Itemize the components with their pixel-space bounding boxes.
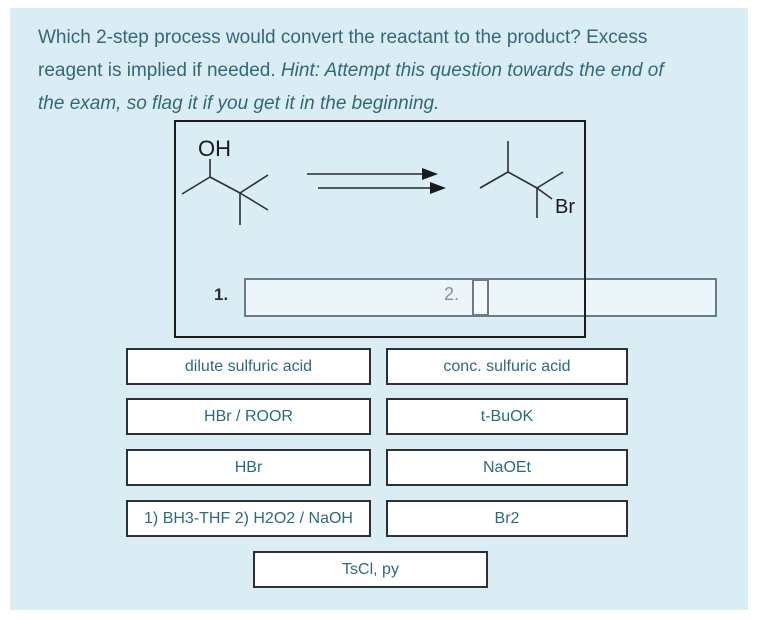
option-tscl-py[interactable]: TsCl, py <box>253 551 488 588</box>
question-text: Which 2-step process would convert the r… <box>38 21 664 120</box>
question-hint-part-1: Hint: Attempt this question towards the … <box>280 60 664 81</box>
blank-1-label: 1. <box>214 285 229 304</box>
blank-2-label: 2. <box>444 284 460 304</box>
question-hint-part-2: the exam, so flag it if you get it in th… <box>38 93 440 114</box>
question-line-1: Which 2-step process would convert the r… <box>38 21 664 54</box>
question-line-3: the exam, so flag it if you get it in th… <box>38 87 664 120</box>
option-conc-sulfuric-acid[interactable]: conc. sulfuric acid <box>386 348 628 385</box>
option-hbr[interactable]: HBr <box>126 449 371 486</box>
question-line-2: reagent is implied if needed. Hint: Atte… <box>38 54 664 87</box>
question-panel: Which 2-step process would convert the r… <box>10 8 748 610</box>
question-line-2-text: reagent is implied if needed. <box>38 60 281 81</box>
blank-2-dropzone[interactable] <box>472 279 489 316</box>
option-hbr-roor[interactable]: HBr / ROOR <box>126 398 371 435</box>
option-bh3-thf-h2o2-naoh[interactable]: 1) BH3-THF 2) H2O2 / NaOH <box>126 500 371 537</box>
question-line-1-text: Which 2-step process would convert the r… <box>38 27 648 48</box>
option-br2[interactable]: Br2 <box>386 500 628 537</box>
option-naoet[interactable]: NaOEt <box>386 449 628 486</box>
reaction-scheme-box <box>174 120 586 338</box>
option-dilute-sulfuric-acid[interactable]: dilute sulfuric acid <box>126 348 371 385</box>
option-t-buok[interactable]: t-BuOK <box>386 398 628 435</box>
